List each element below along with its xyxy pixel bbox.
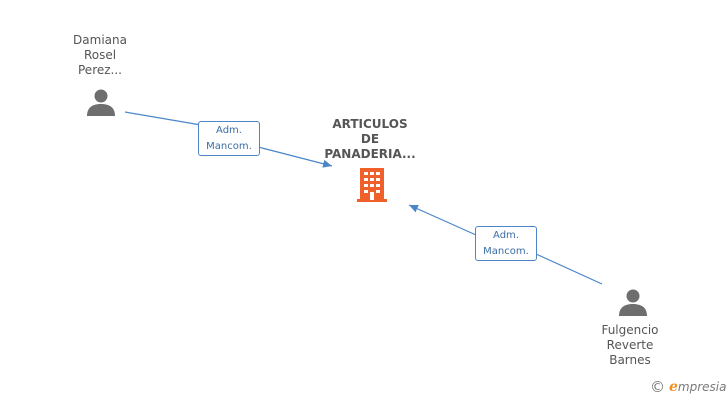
person-name-line: Perez... <box>78 63 122 77</box>
empresia-logo: ©empresia <box>650 378 726 396</box>
person-icon[interactable] <box>618 288 648 318</box>
brand-initial: e <box>669 379 678 395</box>
relation-role-line: Adm. <box>216 125 242 136</box>
brand-name: mpresia <box>677 380 727 394</box>
person-name-line: Barnes <box>609 353 651 367</box>
building-icon[interactable] <box>356 168 388 202</box>
relation-role-line: Adm. <box>493 230 519 241</box>
person-name-damiana[interactable]: Damiana Rosel Perez... <box>48 33 152 78</box>
company-name-line: DE <box>360 132 380 146</box>
relation-role-line: Mancom. <box>206 141 252 152</box>
copyright-icon: © <box>650 378 665 396</box>
person-icon[interactable] <box>86 88 116 118</box>
relation-role-line: Mancom. <box>483 246 529 257</box>
person-name-line: Rosel <box>83 48 117 62</box>
company-name-line: ARTICULOS <box>332 117 408 131</box>
person-name-fulgencio[interactable]: Fulgencio Reverte Barnes <box>578 323 682 368</box>
person-name-line: Fulgencio <box>601 323 659 337</box>
person-name-line: Damiana <box>73 33 127 47</box>
company-name[interactable]: ARTICULOS DE PANADERIA... <box>310 117 430 162</box>
relation-badge-adm-mancom[interactable]: Adm. Mancom. <box>198 121 260 156</box>
company-name-line: PANADERIA... <box>324 147 416 161</box>
person-name-line: Reverte <box>606 338 654 352</box>
relation-badge-adm-mancom[interactable]: Adm. Mancom. <box>475 226 537 261</box>
